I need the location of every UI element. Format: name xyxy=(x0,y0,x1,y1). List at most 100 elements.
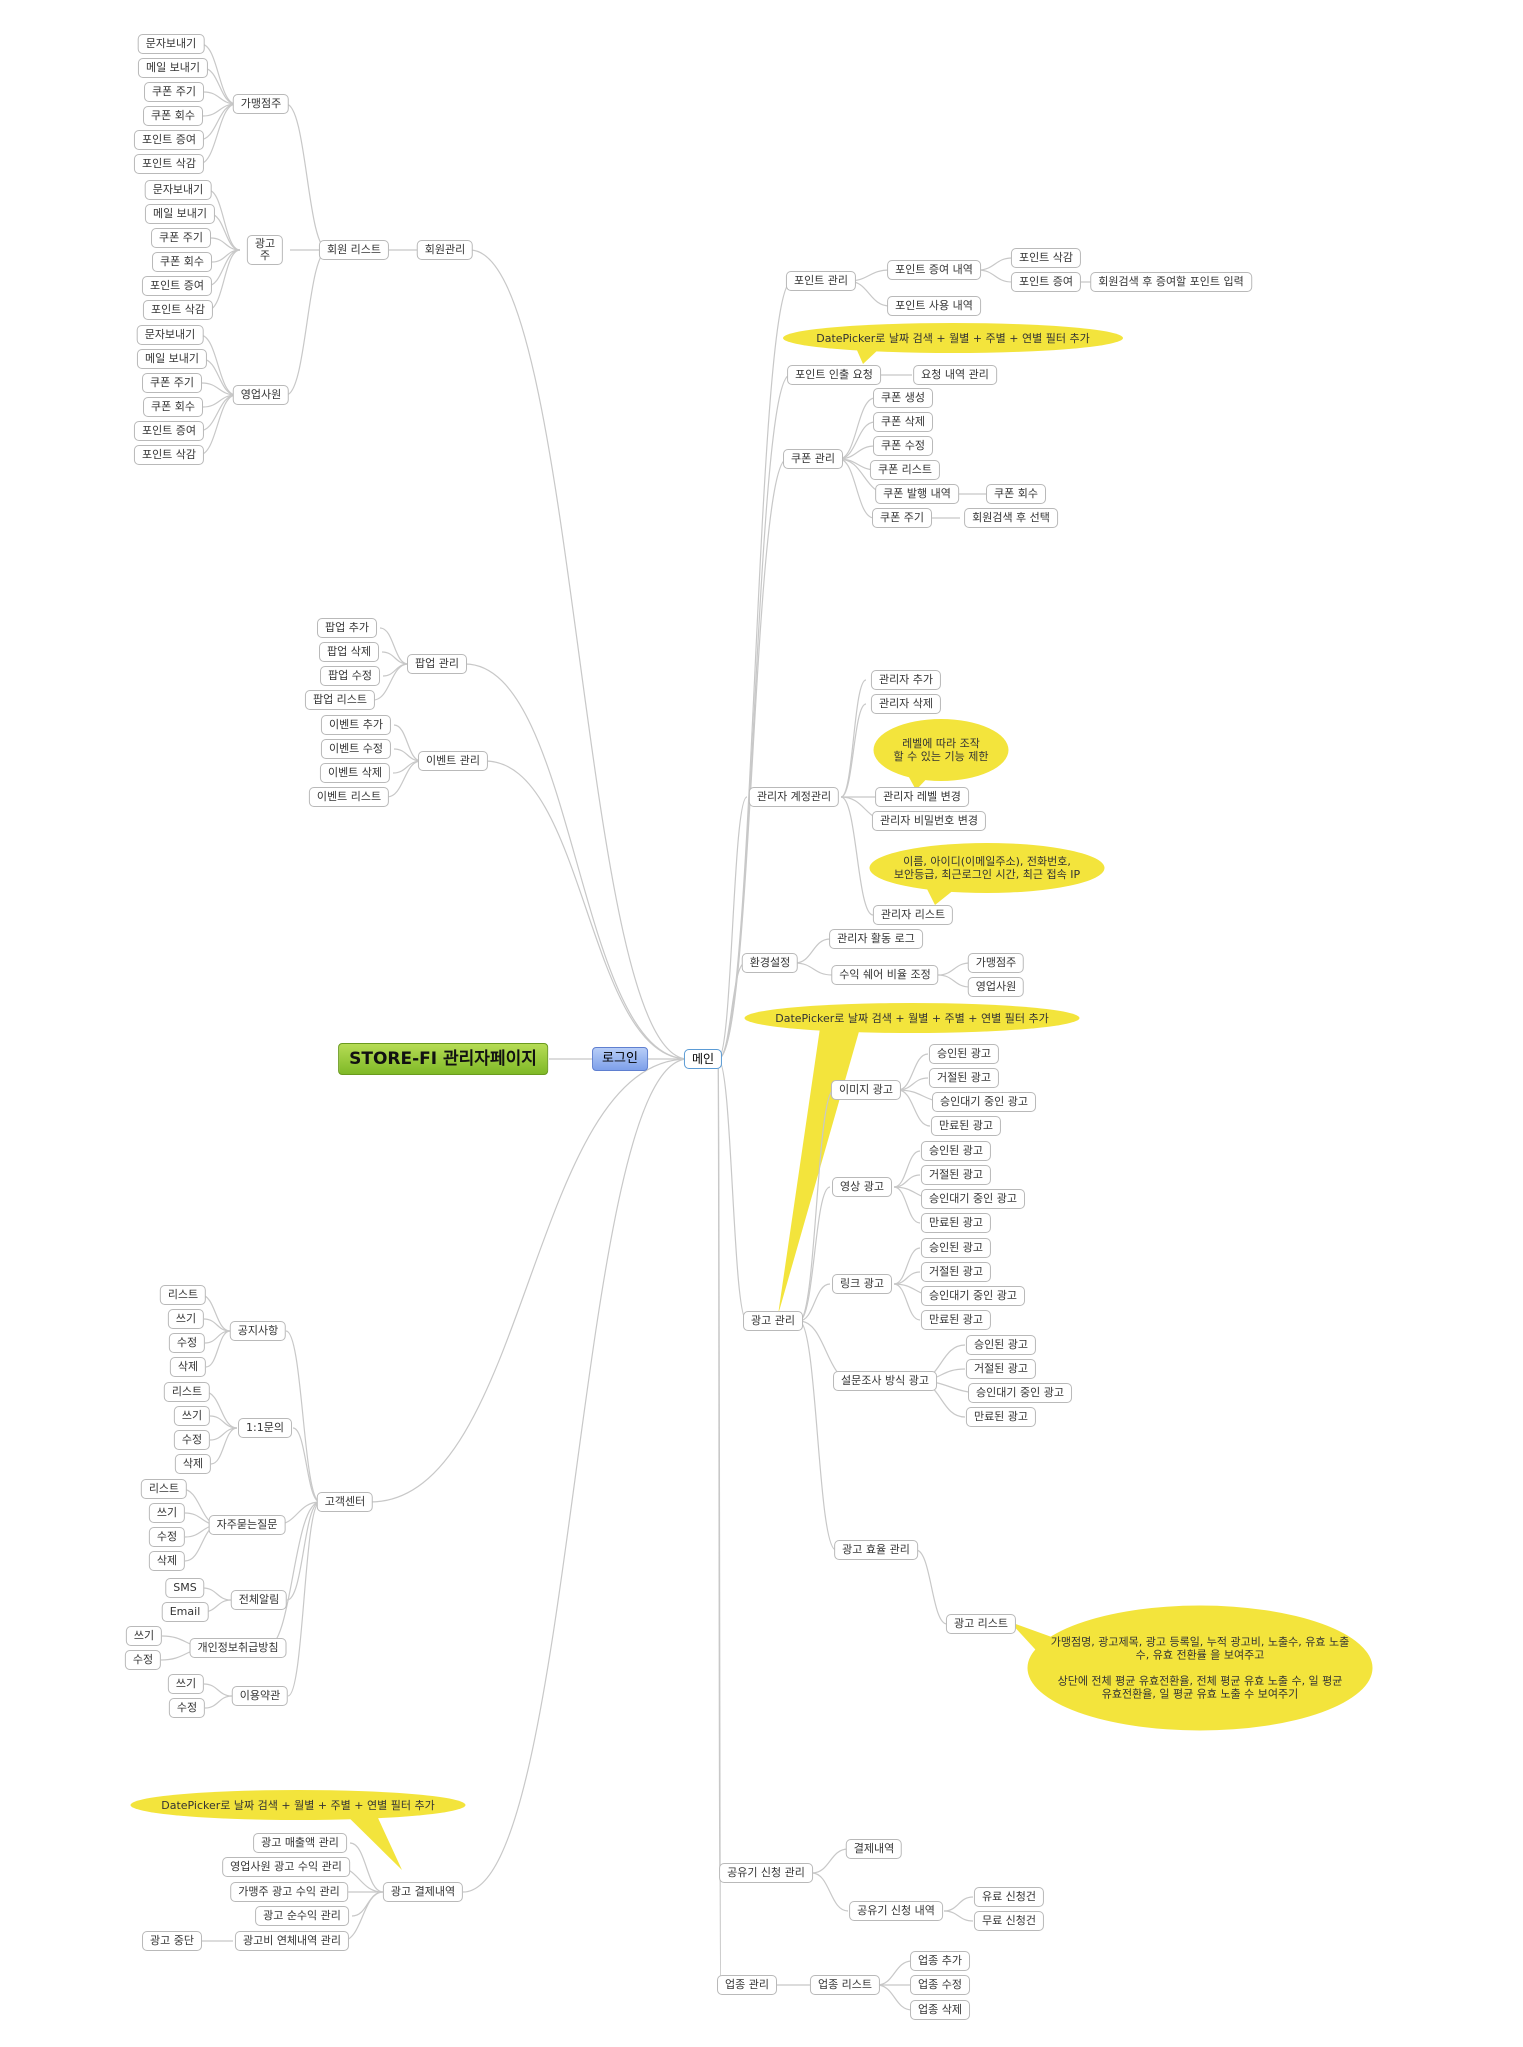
member-list[interactable]: 회원 리스트 xyxy=(318,240,390,260)
cs-group-3-item-1[interactable]: Email xyxy=(161,1602,209,1622)
cs-group-5-item-0[interactable]: 쓰기 xyxy=(167,1674,205,1694)
payment-item-2[interactable]: 가맹주 광고 수익 관리 xyxy=(230,1882,348,1902)
event-item-3[interactable]: 이벤트 리스트 xyxy=(308,787,390,807)
member-group-2[interactable]: 영업사원 xyxy=(232,385,290,405)
cs-group-2-item-0[interactable]: 리스트 xyxy=(140,1479,188,1499)
point-gift-deduct[interactable]: 포인트 삭감 xyxy=(1010,248,1082,268)
login-node[interactable]: 로그인 xyxy=(592,1047,648,1071)
coupon-item-3[interactable]: 쿠폰 리스트 xyxy=(869,460,941,480)
coupon-management[interactable]: 쿠폰 관리 xyxy=(783,449,843,469)
member-group-0-item-3[interactable]: 쿠폰 회수 xyxy=(143,106,203,126)
revenue-share-adjust[interactable]: 수익 쉐어 비율 조정 xyxy=(831,965,939,985)
cs-group-4-item-1[interactable]: 수정 xyxy=(124,1650,162,1670)
ad-type-3[interactable]: 설문조사 방식 광고 xyxy=(833,1371,937,1391)
coupon-revoke[interactable]: 쿠폰 회수 xyxy=(986,484,1046,504)
member-management[interactable]: 회원관리 xyxy=(416,240,474,260)
ad-list[interactable]: 광고 리스트 xyxy=(945,1614,1017,1634)
ad-type-1-item-0[interactable]: 승인된 광고 xyxy=(920,1141,992,1161)
event-item-0[interactable]: 이벤트 추가 xyxy=(320,715,392,735)
cs-group-4-item-0[interactable]: 쓰기 xyxy=(125,1626,163,1646)
point-management[interactable]: 포인트 관리 xyxy=(785,271,857,291)
router-application-history[interactable]: 공유기 신청 내역 xyxy=(849,1901,943,1921)
coupon-item-5[interactable]: 쿠폰 주기 xyxy=(872,508,932,528)
member-group-1[interactable]: 광고 주 xyxy=(246,235,284,265)
router-application-management[interactable]: 공유기 신청 관리 xyxy=(719,1863,813,1883)
ad-management[interactable]: 광고 관리 xyxy=(743,1311,803,1331)
cs-group-2-item-3[interactable]: 삭제 xyxy=(148,1551,186,1571)
cs-group-4[interactable]: 개인정보취급방침 xyxy=(189,1638,287,1658)
business-type-item-0[interactable]: 업종 추가 xyxy=(910,1951,970,1971)
cs-group-0-item-0[interactable]: 리스트 xyxy=(159,1285,207,1305)
payment-ad-stop[interactable]: 광고 중단 xyxy=(142,1931,202,1951)
member-group-2-item-5[interactable]: 포인트 삭감 xyxy=(133,445,205,465)
ad-type-2-item-2[interactable]: 승인대기 중인 광고 xyxy=(921,1286,1025,1306)
event-item-2[interactable]: 이벤트 삭제 xyxy=(319,763,391,783)
coupon-item-0[interactable]: 쿠폰 생성 xyxy=(873,388,933,408)
point-gift-give[interactable]: 포인트 증여 xyxy=(1010,272,1082,292)
point-use-history[interactable]: 포인트 사용 내역 xyxy=(887,296,981,316)
member-group-1-item-5[interactable]: 포인트 삭감 xyxy=(142,300,214,320)
admin-activity-log[interactable]: 관리자 활동 로그 xyxy=(829,929,923,949)
cs-group-5-item-1[interactable]: 수정 xyxy=(168,1698,206,1718)
business-type-item-2[interactable]: 업종 삭제 xyxy=(910,2000,970,2020)
member-group-1-item-0[interactable]: 문자보내기 xyxy=(144,180,212,200)
ad-efficiency[interactable]: 광고 효율 관리 xyxy=(834,1540,918,1560)
ad-type-2-item-1[interactable]: 거절된 광고 xyxy=(920,1262,992,1282)
ad-type-2[interactable]: 링크 광고 xyxy=(832,1274,892,1294)
share-sales[interactable]: 영업사원 xyxy=(967,977,1025,997)
popup-management[interactable]: 팝업 관리 xyxy=(407,654,467,674)
ad-type-1-item-1[interactable]: 거절된 광고 xyxy=(920,1165,992,1185)
ad-type-1-item-3[interactable]: 만료된 광고 xyxy=(920,1213,992,1233)
cs-group-0-item-1[interactable]: 쓰기 xyxy=(167,1309,205,1329)
cs-group-5[interactable]: 이용약관 xyxy=(231,1686,289,1706)
cs-group-3[interactable]: 전체알림 xyxy=(230,1590,288,1610)
admin-item-2[interactable]: 관리자 레벨 변경 xyxy=(875,787,969,807)
main-node[interactable]: 메인 xyxy=(683,1049,723,1069)
ad-type-0-item-1[interactable]: 거절된 광고 xyxy=(928,1068,1000,1088)
member-group-0-item-5[interactable]: 포인트 삭감 xyxy=(133,154,205,174)
popup-item-1[interactable]: 팝업 삭제 xyxy=(319,642,379,662)
member-group-2-item-2[interactable]: 쿠폰 주기 xyxy=(142,373,202,393)
ad-type-3-item-2[interactable]: 승인대기 중인 광고 xyxy=(968,1383,1072,1403)
ad-type-2-item-0[interactable]: 승인된 광고 xyxy=(920,1238,992,1258)
event-management[interactable]: 이벤트 관리 xyxy=(417,751,489,771)
share-franchise[interactable]: 가맹점주 xyxy=(967,953,1025,973)
ad-type-3-item-1[interactable]: 거절된 광고 xyxy=(965,1359,1037,1379)
ad-type-1[interactable]: 영상 광고 xyxy=(832,1177,892,1197)
payment-item-0[interactable]: 광고 매출액 관리 xyxy=(253,1833,347,1853)
point-withdraw-request[interactable]: 포인트 인출 요청 xyxy=(787,365,881,385)
cs-group-1-item-2[interactable]: 수정 xyxy=(173,1430,211,1450)
coupon-member-search[interactable]: 회원검색 후 선택 xyxy=(964,508,1058,528)
cs-group-1[interactable]: 1:1문의 xyxy=(238,1418,292,1438)
ad-type-3-item-0[interactable]: 승인된 광고 xyxy=(965,1335,1037,1355)
router-free-application[interactable]: 무료 신청건 xyxy=(973,1911,1045,1931)
member-group-0-item-0[interactable]: 문자보내기 xyxy=(137,34,205,54)
ad-type-0-item-3[interactable]: 만료된 광고 xyxy=(930,1116,1002,1136)
popup-item-3[interactable]: 팝업 리스트 xyxy=(304,690,376,710)
coupon-item-4[interactable]: 쿠폰 발행 내역 xyxy=(875,484,959,504)
router-paid-application[interactable]: 유료 신청건 xyxy=(973,1887,1045,1907)
ad-type-0-item-0[interactable]: 승인된 광고 xyxy=(928,1044,1000,1064)
member-group-0-item-2[interactable]: 쿠폰 주기 xyxy=(144,82,204,102)
member-group-0-item-4[interactable]: 포인트 증여 xyxy=(133,130,205,150)
ad-type-0[interactable]: 이미지 광고 xyxy=(830,1080,902,1100)
business-type-list[interactable]: 업종 리스트 xyxy=(809,1975,881,1995)
customer-center[interactable]: 고객센터 xyxy=(316,1492,374,1512)
router-payment-history[interactable]: 결제내역 xyxy=(845,1839,903,1859)
member-group-2-item-1[interactable]: 메일 보내기 xyxy=(136,349,208,369)
environment-settings[interactable]: 환경설정 xyxy=(741,953,799,973)
member-group-2-item-3[interactable]: 쿠폰 회수 xyxy=(143,397,203,417)
coupon-item-2[interactable]: 쿠폰 수정 xyxy=(873,436,933,456)
ad-type-3-item-3[interactable]: 만료된 광고 xyxy=(965,1407,1037,1427)
cs-group-2-item-1[interactable]: 쓰기 xyxy=(148,1503,186,1523)
popup-item-0[interactable]: 팝업 추가 xyxy=(317,618,377,638)
cs-group-1-item-3[interactable]: 삭제 xyxy=(174,1454,212,1474)
admin-item-1[interactable]: 관리자 삭제 xyxy=(870,694,942,714)
ad-type-2-item-3[interactable]: 만료된 광고 xyxy=(920,1310,992,1330)
ad-type-1-item-2[interactable]: 승인대기 중인 광고 xyxy=(921,1189,1025,1209)
popup-item-2[interactable]: 팝업 수정 xyxy=(320,666,380,686)
cs-group-2-item-2[interactable]: 수정 xyxy=(148,1527,186,1547)
withdraw-request-history[interactable]: 요청 내역 관리 xyxy=(913,365,997,385)
cs-group-1-item-1[interactable]: 쓰기 xyxy=(173,1406,211,1426)
ad-type-0-item-2[interactable]: 승인대기 중인 광고 xyxy=(932,1092,1036,1112)
